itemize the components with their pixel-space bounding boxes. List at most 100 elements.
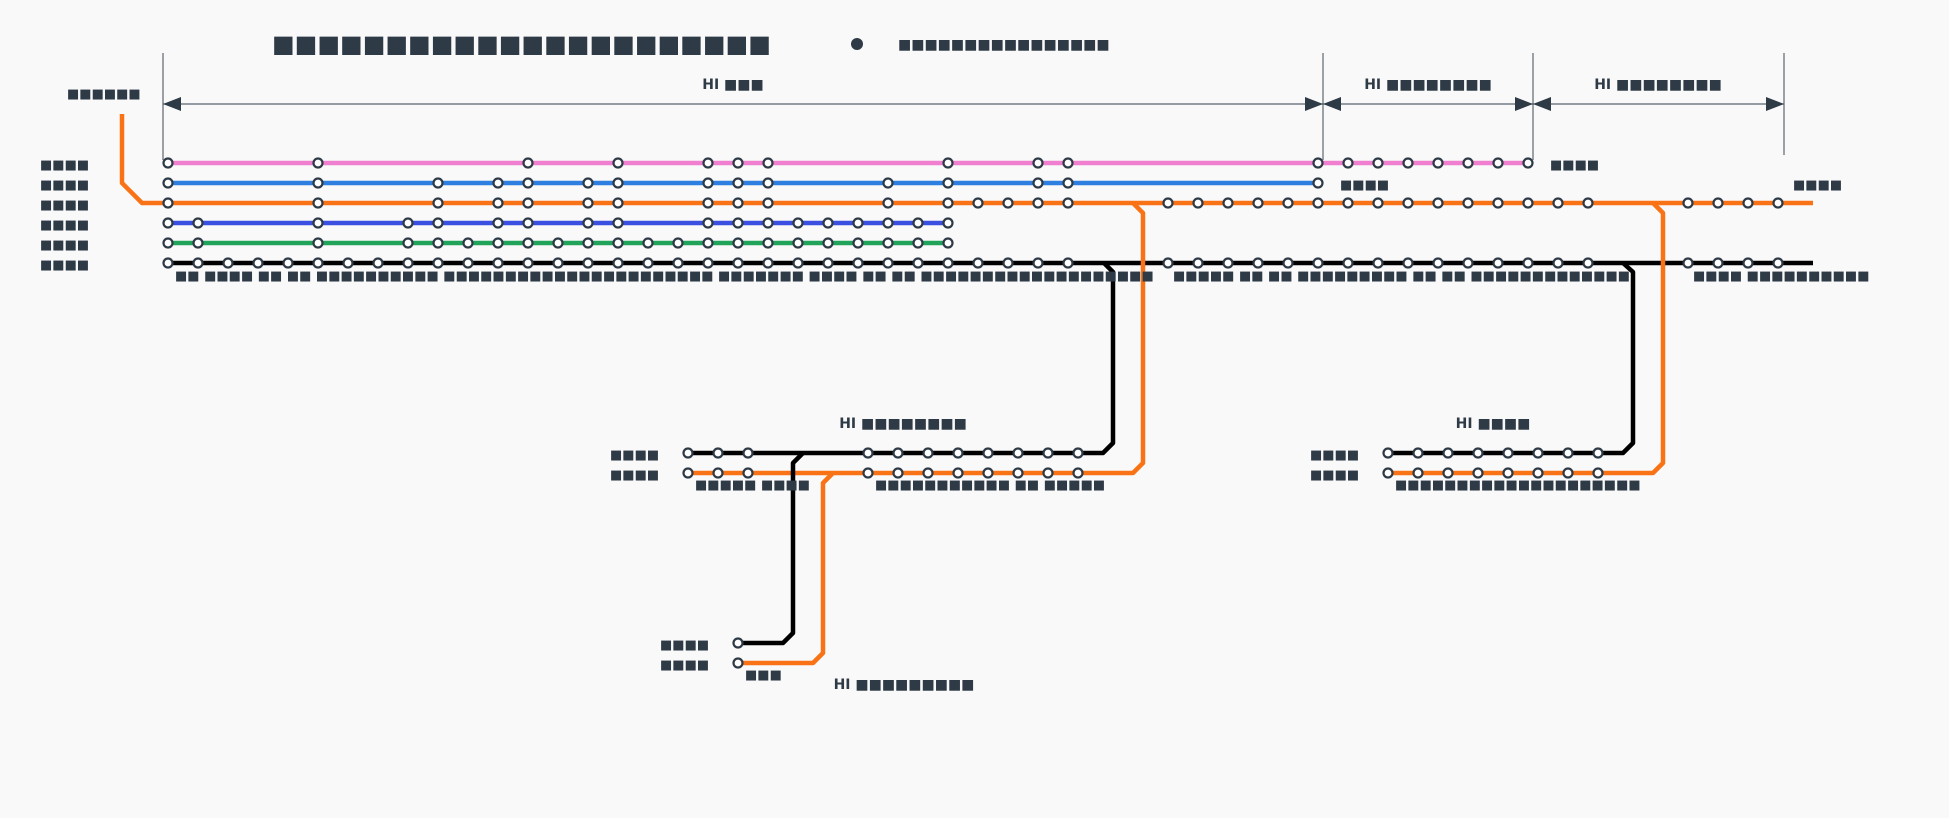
- station-dot: [582, 197, 594, 209]
- station-dot: [582, 177, 594, 189]
- station-dot: [982, 447, 994, 459]
- station-dot: [522, 257, 534, 269]
- station-dot: [762, 177, 774, 189]
- station-dot: [762, 197, 774, 209]
- station-dot: [1442, 447, 1454, 459]
- station-dot: [672, 257, 684, 269]
- span-markers: [162, 53, 1785, 160]
- station-dot: [1742, 257, 1754, 269]
- station-dot: [1192, 257, 1204, 269]
- station-dot: [732, 637, 744, 649]
- station-dot: [1432, 197, 1444, 209]
- station-dot: [912, 257, 924, 269]
- station-dot: [1562, 447, 1574, 459]
- station-dot: [762, 217, 774, 229]
- station-dot: [402, 217, 414, 229]
- legend-station-icon: [851, 38, 863, 50]
- station-dot: [942, 257, 954, 269]
- branch-right-title: HI ■■■■: [1456, 416, 1531, 432]
- station-dot: [732, 157, 744, 169]
- station-dot: [942, 217, 954, 229]
- station-dot: [162, 177, 174, 189]
- station-dot: [612, 257, 624, 269]
- station-dot: [1032, 257, 1044, 269]
- branch-right-stations: ■■■■■■■■■■■■■■■■■■■■: [1395, 478, 1641, 493]
- station-dot: [432, 177, 444, 189]
- station-dot: [612, 177, 624, 189]
- station-dot: [862, 447, 874, 459]
- station-dot: [1282, 197, 1294, 209]
- arrow-left-icon: [1533, 97, 1551, 111]
- station-dot: [522, 237, 534, 249]
- station-dot: [702, 217, 714, 229]
- station-dot: [1442, 467, 1454, 479]
- station-dot: [1462, 157, 1474, 169]
- left-tag: ■■■■■■: [67, 87, 141, 102]
- station-dot: [892, 447, 904, 459]
- station-dot: [642, 257, 654, 269]
- station-dot: [312, 257, 324, 269]
- station-dot: [1372, 197, 1384, 209]
- station-dot: [882, 257, 894, 269]
- branch-bottom-title: HI ■■■■■■■■■: [834, 677, 975, 693]
- station-dot: [712, 467, 724, 479]
- station-dot: [732, 217, 744, 229]
- station-dot: [1532, 447, 1544, 459]
- station-dot: [942, 237, 954, 249]
- station-dot: [1502, 447, 1514, 459]
- station-dot: [1062, 257, 1074, 269]
- station-dot: [192, 237, 204, 249]
- station-dot: [882, 177, 894, 189]
- station-dot: [1492, 197, 1504, 209]
- station-dot: [1042, 447, 1054, 459]
- station-dot: [1742, 197, 1754, 209]
- station-dot: [1522, 197, 1534, 209]
- station-dot: [682, 467, 694, 479]
- station-dot: [1062, 157, 1074, 169]
- station-dot: [1282, 257, 1294, 269]
- station-dot: [742, 447, 754, 459]
- station-dot: [612, 197, 624, 209]
- station-dot: [312, 197, 324, 209]
- station-dot: [462, 237, 474, 249]
- station-dot: [1072, 447, 1084, 459]
- station-dot: [1342, 257, 1354, 269]
- station-dot: [792, 217, 804, 229]
- station-dot: [1062, 197, 1074, 209]
- station-dot: [732, 177, 744, 189]
- station-dot: [162, 197, 174, 209]
- station-dot: [942, 197, 954, 209]
- station-dot: [1412, 467, 1424, 479]
- station-dot: [792, 257, 804, 269]
- span-1-label: HI ■■■: [702, 77, 763, 93]
- station-dot: [1462, 197, 1474, 209]
- station-dot: [1472, 467, 1484, 479]
- station-dot: [972, 197, 984, 209]
- station-dot: [1412, 447, 1424, 459]
- station-dot: [1372, 157, 1384, 169]
- station-dot: [432, 197, 444, 209]
- station-dot: [492, 177, 504, 189]
- branch-mid-label-orange: ■■■■: [610, 468, 659, 483]
- legend-label-orange: ■■■■: [40, 198, 89, 213]
- station-dot: [702, 237, 714, 249]
- station-dot: [1402, 197, 1414, 209]
- station-dot: [522, 157, 534, 169]
- station-dot: [1042, 467, 1054, 479]
- station-dot: [312, 177, 324, 189]
- station-dot: [852, 217, 864, 229]
- station-dot: [1712, 197, 1724, 209]
- station-dot: [192, 217, 204, 229]
- station-dot: [612, 237, 624, 249]
- station-dot: [952, 467, 964, 479]
- station-dot: [862, 467, 874, 479]
- station-dot: [492, 217, 504, 229]
- span-3-label: HI ■■■■■■■■: [1594, 77, 1722, 93]
- station-dot: [1432, 157, 1444, 169]
- station-dot: [162, 237, 174, 249]
- station-dot: [882, 197, 894, 209]
- station-dot: [552, 237, 564, 249]
- station-dot: [942, 157, 954, 169]
- station-dot: [1032, 157, 1044, 169]
- station-dot: [1312, 177, 1324, 189]
